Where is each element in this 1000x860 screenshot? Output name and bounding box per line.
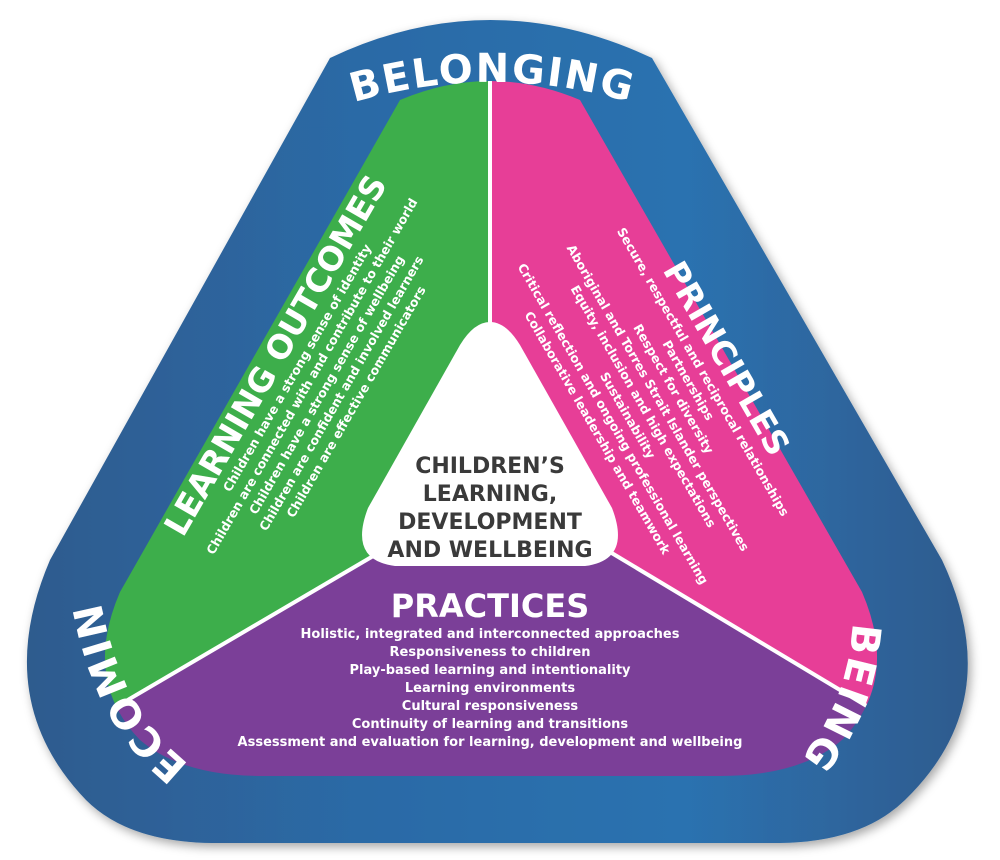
divider-right [608, 550, 878, 776]
practice-item: Holistic, integrated and interconnected … [301, 627, 680, 642]
center-line: LEARNING, [423, 482, 557, 507]
center-line: CHILDREN’S [415, 454, 565, 479]
center-triangle [362, 322, 618, 566]
center-label: CHILDREN’S LEARNING, DEVELOPMENT AND WEL… [387, 454, 592, 563]
practice-item: Assessment and evaluation for learning, … [238, 735, 743, 750]
practice-item: Cultural responsiveness [402, 699, 579, 714]
practice-item: Responsiveness to children [390, 645, 591, 660]
practice-item: Learning environments [405, 681, 576, 696]
center-line: AND WELLBEING [387, 538, 592, 563]
practices-title: PRACTICES [391, 587, 589, 625]
practice-item: Play-based learning and intentionality [349, 663, 631, 678]
center-line: DEVELOPMENT [398, 510, 582, 535]
practice-item: Continuity of learning and transitions [352, 717, 629, 732]
practices-segment [104, 555, 878, 776]
divider-left [104, 550, 382, 776]
practices-section: PRACTICES Holistic, integrated and inter… [238, 587, 743, 750]
